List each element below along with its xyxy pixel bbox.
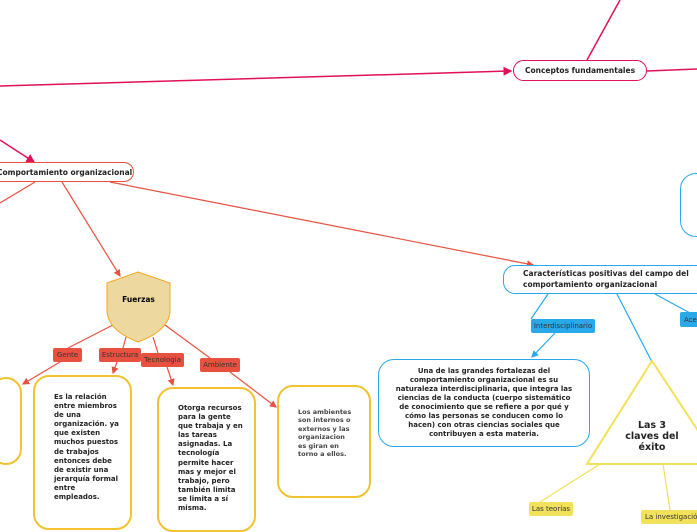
connectors bbox=[0, 0, 697, 511]
label-la-investigacion[interactable]: La investigación bbox=[641, 510, 697, 524]
label-ambiente[interactable]: Ambiente bbox=[200, 358, 240, 372]
label-ace[interactable]: Ace bbox=[680, 312, 697, 327]
box-estructura[interactable]: Es la relación entre miembros de una org… bbox=[33, 375, 132, 530]
node-comportamiento-organizacional[interactable]: Comportamiento organizacional bbox=[0, 162, 134, 182]
label-tecnologia[interactable]: Tecnologia bbox=[141, 353, 184, 367]
node-caracteristicas[interactable]: Características positivas del campo del … bbox=[503, 265, 697, 294]
shield-shape bbox=[106, 271, 171, 343]
label-gente[interactable]: Gente bbox=[53, 348, 82, 362]
triangle-shape bbox=[585, 359, 697, 465]
node-fuerzas[interactable]: Fuerzas bbox=[122, 295, 155, 304]
label-estructura[interactable]: Estructura bbox=[99, 348, 141, 362]
label-interdisciplinario[interactable]: Interdisciplinario bbox=[531, 319, 595, 333]
box-interdisciplinario[interactable]: Una de las grandes fortalezas del compor… bbox=[378, 359, 590, 447]
box-tecnologia[interactable]: Otorga recursos para la gente que trabaj… bbox=[157, 387, 256, 532]
label-las-teorias[interactable]: Las teorías bbox=[529, 502, 573, 516]
box-ambiente[interactable]: Los ambientes son internos o externos y … bbox=[277, 385, 371, 498]
box-gente[interactable] bbox=[0, 377, 22, 465]
node-conceptos-fundamentales[interactable]: Conceptos fundamentales bbox=[513, 60, 647, 81]
node-blue-right[interactable] bbox=[680, 173, 697, 237]
node-3-claves[interactable]: Las 3 claves del éxito bbox=[625, 420, 679, 453]
